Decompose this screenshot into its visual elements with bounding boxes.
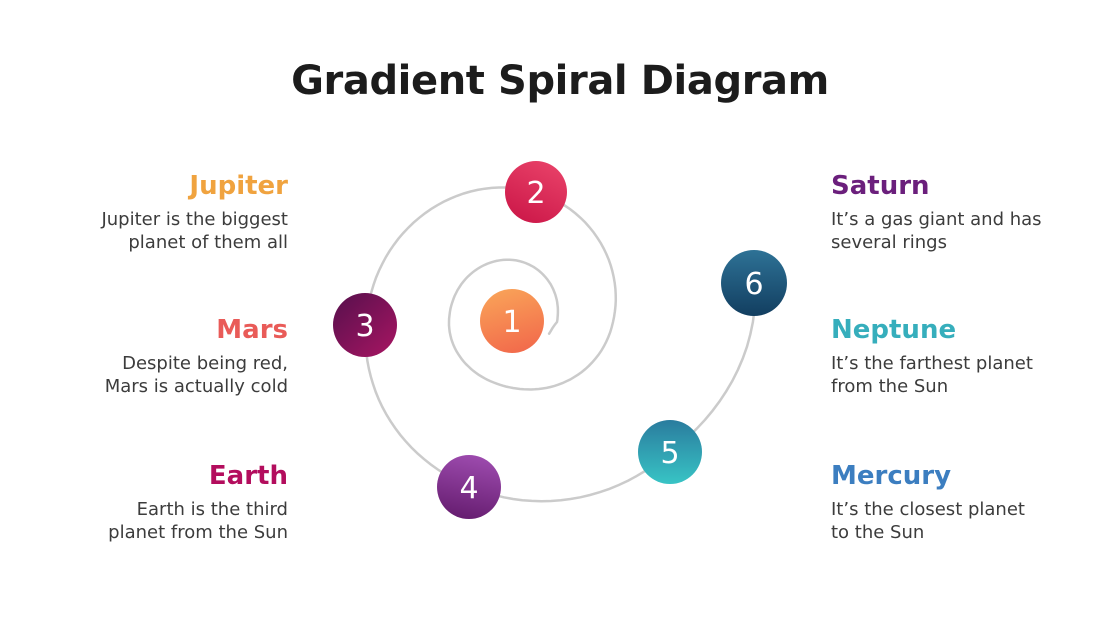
step-number: 4 [459,471,478,506]
info-block-neptune: Neptune It’s the farthest planet from th… [831,315,1081,398]
planet-heading: Neptune [831,315,957,345]
planet-description: Jupiter is the biggest planet of them al… [101,209,288,253]
planet-description: It’s the farthest planet from the Sun [831,353,1033,397]
planet-description: It’s a gas giant and has several rings [831,209,1042,253]
step-number: 6 [744,267,763,302]
step-number: 2 [526,176,545,211]
step-circle-mercury [721,250,787,316]
info-block-earth: Earth Earth is the third planet from the… [38,461,288,544]
planet-heading: Earth [208,461,288,491]
step-number: 5 [660,436,679,471]
planet-heading: Mars [216,315,288,345]
planet-heading: Jupiter [189,171,288,201]
step-circle-neptune [638,420,702,484]
planet-description: Earth is the third planet from the Sun [108,499,288,543]
step-number: 1 [502,305,521,340]
step-circle-mars [505,161,567,223]
info-block-mars: Mars Despite being red, Mars is actually… [38,315,288,398]
planet-heading: Mercury [831,461,952,491]
page-title: Gradient Spiral Diagram [291,58,829,104]
info-block-saturn: Saturn It’s a gas giant and has several … [831,171,1081,254]
info-block-mercury: Mercury It’s the closest planet to the S… [831,461,1081,544]
step-circle-saturn [437,455,501,519]
step-number: 3 [355,309,374,344]
info-block-jupiter: Jupiter Jupiter is the biggest planet of… [38,171,288,254]
planet-heading: Saturn [831,171,930,201]
step-circle-earth [333,293,397,357]
planet-description: Despite being red, Mars is actually cold [104,353,288,397]
step-circle-jupiter [480,289,544,353]
planet-description: It’s the closest planet to the Sun [831,499,1025,543]
